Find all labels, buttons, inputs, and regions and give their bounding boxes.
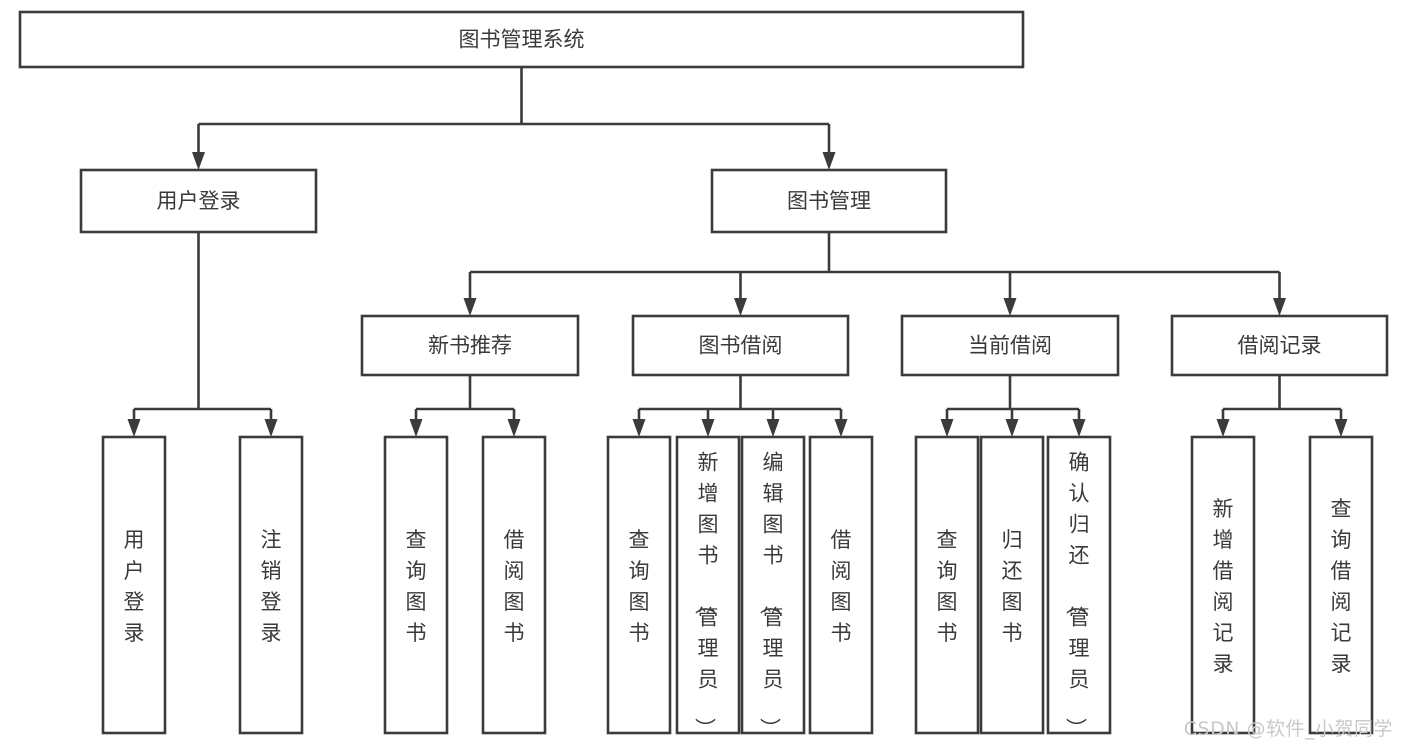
node-current-borrow[interactable]: 当前借阅 (900, 314, 1120, 377)
edge-layer (127, 67, 1348, 437)
arrow-head-icon (1072, 419, 1086, 437)
node-label: 查询图书 (629, 528, 650, 645)
node-box (631, 314, 850, 377)
arrow-head-icon (734, 298, 747, 316)
node-leaf-confirm-return[interactable]: 确认归还（管理员） (1046, 435, 1112, 739)
node-leaf-borrow-book-2[interactable]: 借阅图书 (808, 435, 874, 735)
node-box (1190, 435, 1256, 735)
node-leaf-logout[interactable]: 注销登录 (238, 435, 304, 735)
arrow-head-icon (192, 152, 205, 170)
arrow-head-icon (1003, 298, 1017, 316)
node-box (979, 435, 1045, 735)
node-leaf-edit-book[interactable]: 编辑图书（管理员） (740, 435, 806, 739)
node-label: 编辑图书（管理员） (758, 451, 784, 739)
node-new-book-recommend[interactable]: 新书推荐 (360, 314, 580, 377)
node-box (606, 435, 672, 735)
arrow-head-icon (1005, 419, 1019, 437)
node-label: 借阅记录 (1238, 334, 1322, 358)
node-leaf-query-book-1[interactable]: 查询图书 (383, 435, 449, 735)
node-leaf-add-book[interactable]: 新增图书（管理员） (675, 435, 741, 739)
node-leaf-add-record[interactable]: 新增借阅记录 (1190, 435, 1256, 735)
node-label: 归还图书 (1002, 528, 1023, 645)
node-label: 注销登录 (261, 528, 282, 645)
node-label: 图书管理 (787, 189, 871, 213)
node-box (481, 435, 547, 735)
node-user-login[interactable]: 用户登录 (79, 168, 318, 234)
node-label: 查询图书 (406, 528, 427, 645)
node-label: 借阅图书 (831, 528, 852, 645)
arrow-head-icon (766, 419, 780, 437)
arrow-head-icon (701, 419, 715, 437)
node-box (900, 314, 1120, 377)
node-borrow-record[interactable]: 借阅记录 (1170, 314, 1389, 377)
node-box (79, 168, 318, 234)
node-box (740, 435, 806, 735)
node-layer: 图书管理系统用户登录图书管理新书推荐图书借阅当前借阅借阅记录用户登录注销登录查询… (18, 10, 1389, 739)
node-label: 新增借阅记录 (1213, 497, 1234, 676)
watermark-label: CSDN @软件_小贺同学 (1183, 718, 1393, 740)
node-box (383, 435, 449, 735)
node-box (1308, 435, 1374, 735)
node-label: 图书管理系统 (459, 28, 585, 52)
node-box (1170, 314, 1389, 377)
node-book-manage[interactable]: 图书管理 (710, 168, 948, 234)
node-box (18, 10, 1025, 69)
arrow-head-icon (822, 152, 836, 170)
node-leaf-query-book-2[interactable]: 查询图书 (606, 435, 672, 735)
node-box (914, 435, 980, 735)
node-label: 查询图书 (937, 528, 958, 645)
arrow-head-icon (1273, 298, 1286, 316)
arrow-head-icon (1334, 419, 1348, 437)
arrow-head-icon (1216, 419, 1230, 437)
node-label: 图书借阅 (699, 334, 783, 358)
arrow-head-icon (632, 419, 646, 437)
node-box (710, 168, 948, 234)
arrow-head-icon (834, 419, 848, 437)
node-box (1046, 435, 1112, 735)
arrow-head-icon (409, 419, 423, 437)
node-label: 查询借阅记录 (1331, 497, 1352, 676)
arrow-head-icon (264, 419, 278, 437)
node-label: 新增图书（管理员） (693, 451, 719, 739)
node-label: 确认归还（管理员） (1064, 451, 1090, 739)
node-label: 用户登录 (157, 189, 241, 213)
node-leaf-query-record[interactable]: 查询借阅记录 (1308, 435, 1374, 735)
node-leaf-user-login[interactable]: 用户登录 (101, 435, 167, 735)
node-box (808, 435, 874, 735)
node-label: 借阅图书 (504, 528, 525, 645)
node-book-borrow[interactable]: 图书借阅 (631, 314, 850, 377)
node-label: 当前借阅 (968, 334, 1052, 358)
node-label: 用户登录 (124, 528, 145, 645)
node-box (675, 435, 741, 735)
arrow-head-icon (463, 298, 477, 316)
node-label: 新书推荐 (428, 334, 512, 358)
node-box (360, 314, 580, 377)
node-leaf-query-book-3[interactable]: 查询图书 (914, 435, 980, 735)
node-box (101, 435, 167, 735)
arrow-head-icon (127, 419, 141, 437)
node-leaf-borrow-book-1[interactable]: 借阅图书 (481, 435, 547, 735)
node-box (238, 435, 304, 735)
arrow-head-icon (507, 419, 521, 437)
node-root[interactable]: 图书管理系统 (18, 10, 1025, 69)
node-leaf-return-book[interactable]: 归还图书 (979, 435, 1045, 735)
arrow-head-icon (940, 419, 954, 437)
